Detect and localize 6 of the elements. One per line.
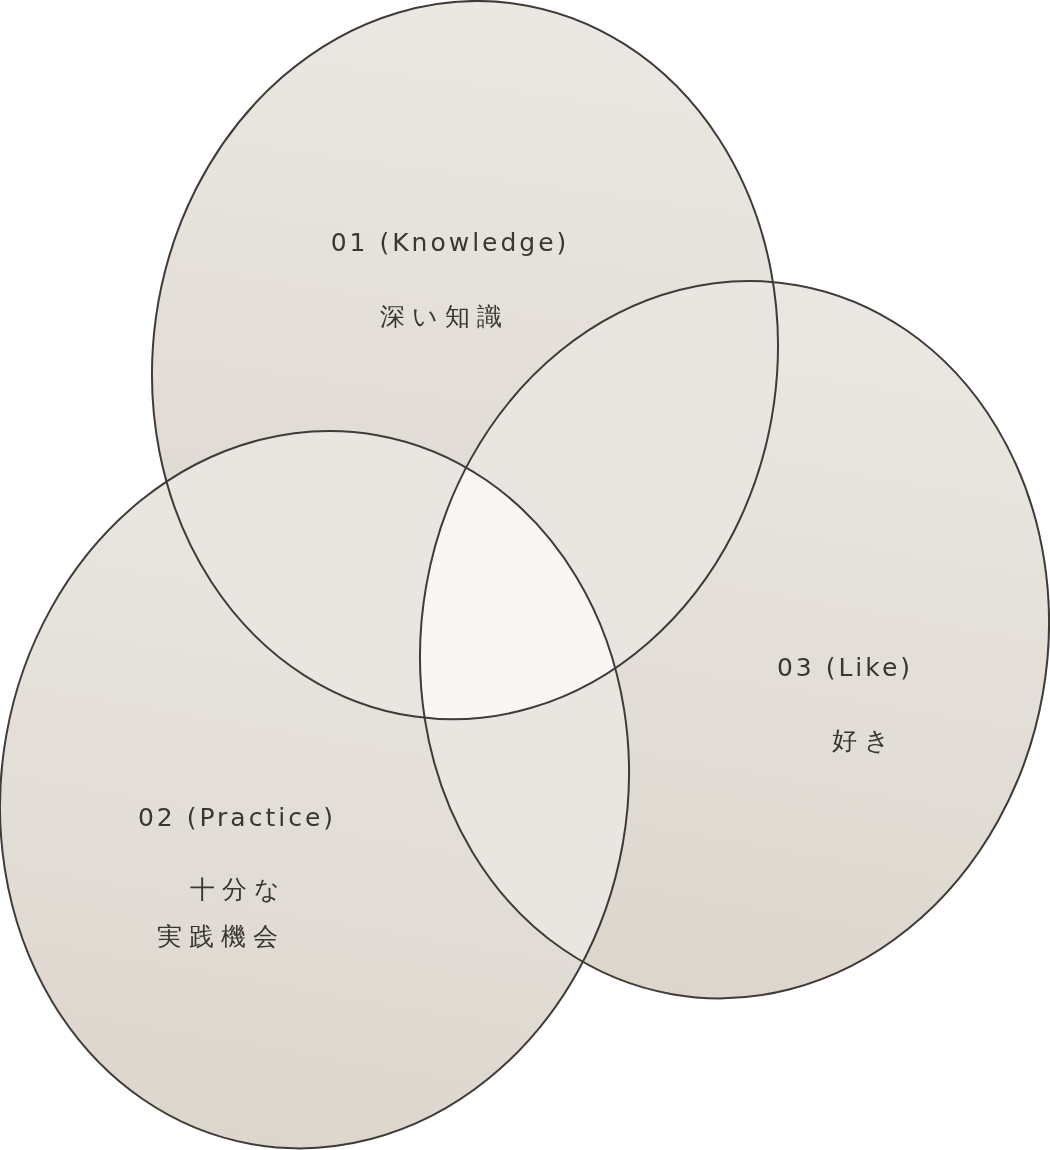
set-title: 03 (Like) — [776, 652, 914, 682]
set-description: 深い知識 — [380, 300, 510, 333]
set-title: 02 (Practice) — [137, 802, 337, 832]
set-description: 十分な実践機会 — [157, 874, 288, 953]
set-title: 01 (Knowledge) — [330, 227, 570, 257]
set-description: 好き — [832, 724, 898, 757]
